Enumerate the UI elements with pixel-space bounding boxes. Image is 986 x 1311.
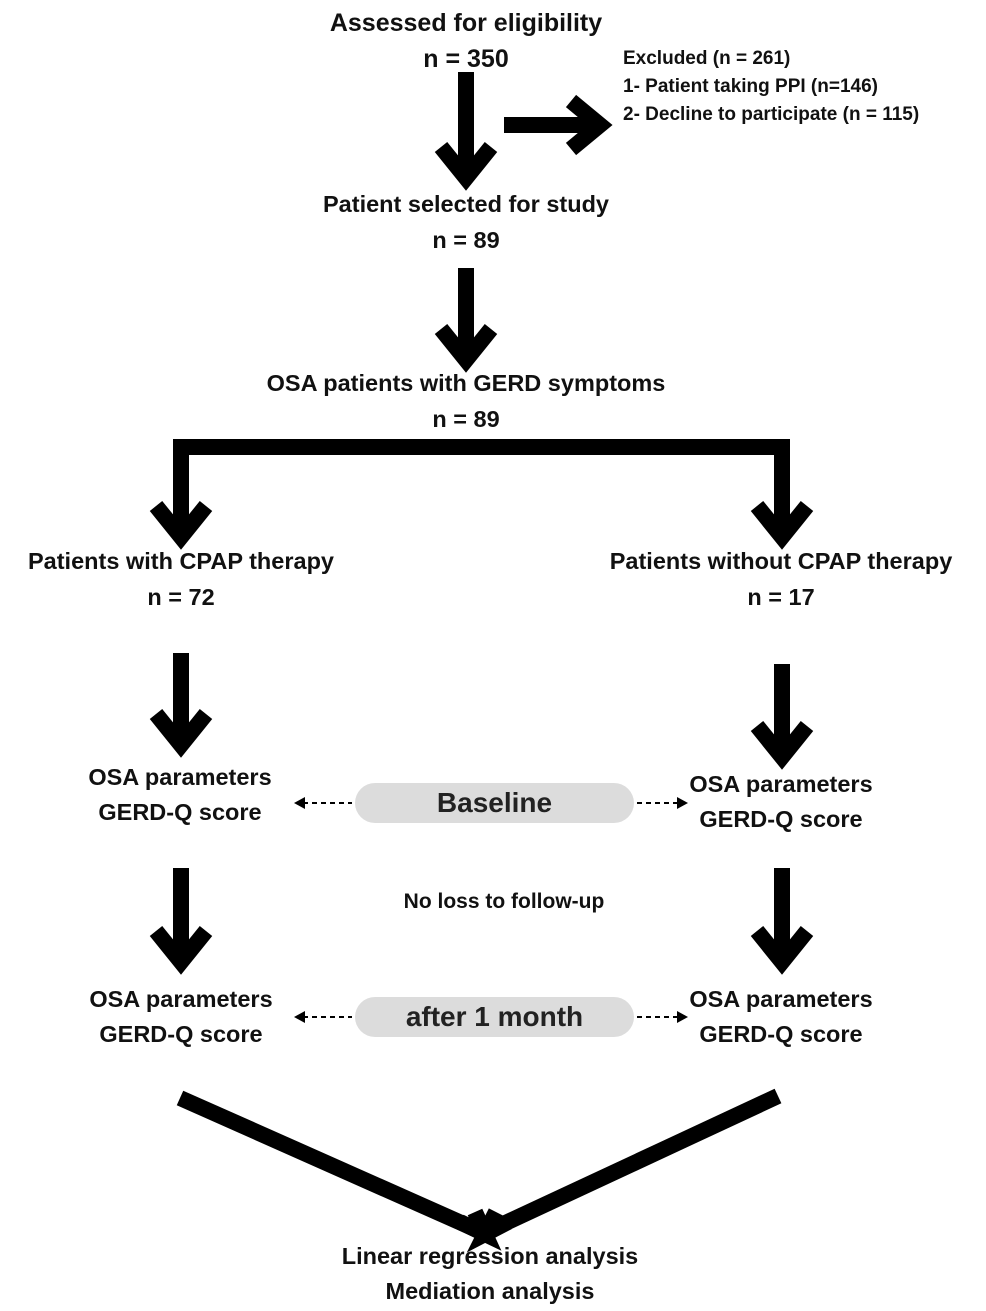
nocpap-after-gerdq: GERD-Q score xyxy=(699,1021,863,1047)
arrowhead-cpap-to-after xyxy=(149,925,213,975)
excluded-reason-2: 2- Decline to participate (n = 115) xyxy=(623,104,920,125)
arrowhead-nocpap-to-baseline xyxy=(750,720,814,770)
no-cpap-group-count: n = 17 xyxy=(747,584,815,610)
baseline-label: Baseline xyxy=(436,787,553,818)
arrowhead-split-left xyxy=(149,500,213,550)
cpap-after-gerdq: GERD-Q score xyxy=(99,1021,263,1047)
analysis-linear-regression: Linear regression analysis xyxy=(341,1243,639,1269)
selected-count: n = 89 xyxy=(432,227,500,253)
cpap-baseline-osa: OSA parameters xyxy=(88,764,272,790)
osa-gerd-label: OSA patients with GERD symptoms xyxy=(266,370,666,396)
osa-gerd-count: n = 89 xyxy=(432,406,500,432)
arrowhead-assessed-to-selected xyxy=(434,141,498,191)
nocpap-baseline-gerdq: GERD-Q score xyxy=(699,806,863,832)
cpap-after-osa: OSA parameters xyxy=(89,986,273,1012)
cpap-group-label: Patients with CPAP therapy xyxy=(27,548,335,574)
cpap-group-count: n = 72 xyxy=(147,584,215,610)
dash-head-baseline-right xyxy=(677,797,688,809)
assessed-count: n = 350 xyxy=(423,45,509,73)
arrowhead-analysis-right xyxy=(466,1208,512,1253)
arrowhead-to-excluded xyxy=(565,94,613,156)
followup-note: No loss to follow-up xyxy=(403,890,605,913)
nocpap-after-osa: OSA parameters xyxy=(689,986,873,1012)
dash-head-after-left xyxy=(294,1011,305,1023)
excluded-reason-1: 1- Patient taking PPI (n=146) xyxy=(623,76,878,97)
after-1-month-label: after 1 month xyxy=(405,1001,584,1032)
selected-label: Patient selected for study xyxy=(323,191,609,217)
baseline-pill: Baseline xyxy=(355,783,634,823)
after-1-month-pill: after 1 month xyxy=(355,997,634,1037)
analysis-mediation: Mediation analysis xyxy=(385,1278,595,1304)
arrowhead-nocpap-to-after xyxy=(750,925,814,975)
arrowhead-cpap-to-baseline xyxy=(149,708,213,758)
arrow-left-to-analysis xyxy=(176,1090,488,1241)
cpap-baseline-gerdq: GERD-Q score xyxy=(98,799,262,825)
dash-head-baseline-left xyxy=(294,797,305,809)
arrowhead-split-right xyxy=(750,500,814,550)
split-connector xyxy=(173,439,790,536)
assessed-label: Assessed for eligibility xyxy=(329,9,603,37)
dash-head-after-right xyxy=(677,1011,688,1023)
nocpap-baseline-osa: OSA parameters xyxy=(689,771,873,797)
no-cpap-group-label: Patients without CPAP therapy xyxy=(609,548,953,574)
arrow-right-to-analysis xyxy=(480,1088,782,1241)
arrowhead-selected-to-osa xyxy=(434,323,498,373)
excluded-title: Excluded (n = 261) xyxy=(623,48,791,69)
